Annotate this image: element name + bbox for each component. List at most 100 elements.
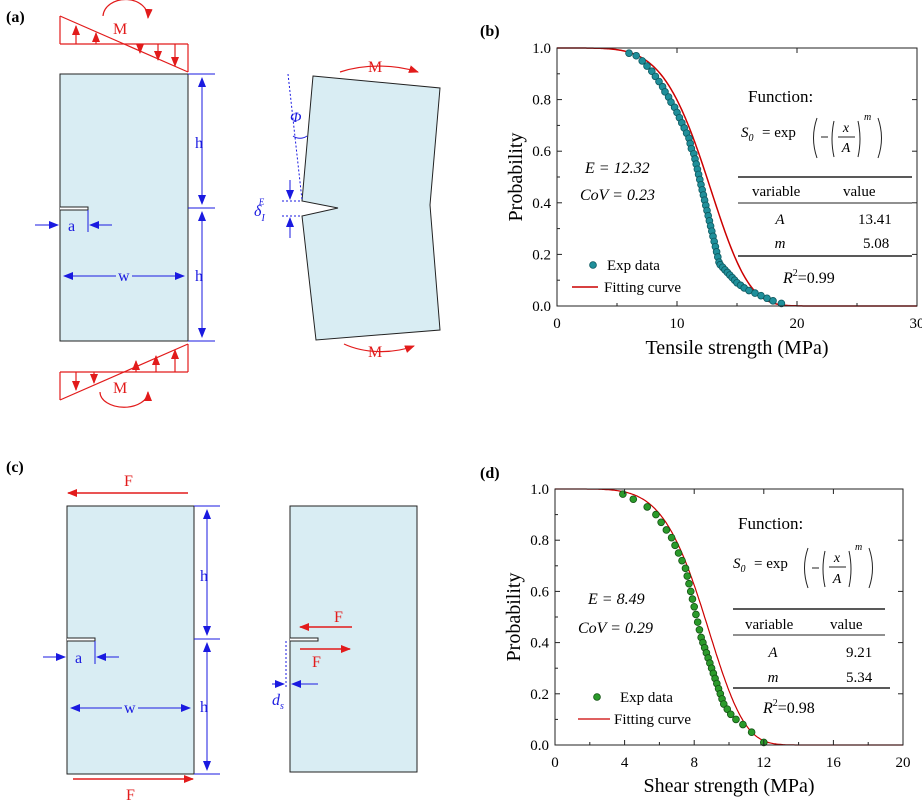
svg-text:variable: variable <box>752 184 801 200</box>
svg-text:Fitting curve: Fitting curve <box>614 712 691 728</box>
data-point <box>638 57 646 65</box>
y-tick-label: 0.4 <box>530 636 549 652</box>
panel-a-label: (a) <box>6 9 25 26</box>
data-point <box>685 579 693 588</box>
top-rotation-label: M <box>368 59 382 76</box>
opening-symbol: δIE <box>254 197 265 224</box>
b-stat-cov: CoV = 0.23 <box>580 187 655 204</box>
c-dim-a: a <box>75 650 82 667</box>
y-tick-label: 0.2 <box>532 247 551 263</box>
svg-text:Exp data: Exp data <box>620 690 673 706</box>
data-point <box>690 602 698 611</box>
x-tick-label: 16 <box>826 755 842 771</box>
dim-w: w <box>118 268 130 285</box>
data-point <box>661 88 669 96</box>
data-point <box>769 297 777 305</box>
b-y-axis-label: Probability <box>505 133 527 222</box>
c-dim-w: w <box>124 700 136 717</box>
data-point <box>692 610 700 619</box>
svg-text:A: A <box>832 572 842 587</box>
data-point <box>678 556 686 565</box>
d-legend: Exp data Fitting curve <box>578 690 691 728</box>
dim-h-lower: h <box>195 268 203 285</box>
svg-text:A: A <box>767 645 778 661</box>
data-point <box>674 549 683 557</box>
data-point <box>643 503 652 511</box>
b-function-title: Function: <box>748 87 813 106</box>
notch-c <box>67 637 96 642</box>
top-moment-label: M <box>113 21 127 38</box>
data-point <box>652 510 660 519</box>
data-point <box>777 299 786 308</box>
data-point <box>723 705 732 713</box>
d-r2: R2=0.98 <box>762 698 815 717</box>
data-point <box>732 715 740 724</box>
x-tick-label: 0 <box>551 755 559 771</box>
c-dim-h-lower: h <box>200 699 208 716</box>
x-tick-label: 8 <box>690 755 698 771</box>
bottom-rotation-label: M <box>368 344 382 361</box>
d-x-axis-label: Shear strength (MPa) <box>643 775 814 797</box>
b-stat-e: E = 12.32 <box>584 160 650 177</box>
x-tick-label: 20 <box>790 316 805 332</box>
top-force-label: F <box>124 473 133 490</box>
bottom-rotation-arrow <box>343 343 415 353</box>
d-equation: S0 = exp x A m <box>733 542 873 589</box>
data-point <box>632 51 640 60</box>
svg-text:m: m <box>775 236 786 252</box>
notch-c2 <box>290 637 319 642</box>
data-point <box>629 495 638 504</box>
d-function-title: Function: <box>738 514 803 533</box>
b-table: variable value A 13.41 m 5.08 <box>738 176 912 257</box>
data-point <box>719 700 728 708</box>
y-tick-label: 0.4 <box>532 196 551 212</box>
upper-shear-label: F <box>334 609 343 626</box>
data-point <box>726 710 735 719</box>
svg-text:13.41: 13.41 <box>858 212 892 228</box>
data-point <box>651 72 660 81</box>
y-tick-label: 0.8 <box>532 93 551 109</box>
angle-label: Φ <box>290 110 302 126</box>
c-dim-h-upper: h <box>200 568 208 585</box>
data-point <box>667 533 676 542</box>
bottom-force-label: F <box>126 787 135 804</box>
panel-d-label: (d) <box>480 465 500 482</box>
data-point <box>688 595 697 603</box>
svg-text:A: A <box>774 212 785 228</box>
h-dimensions <box>35 73 215 342</box>
svg-text:m: m <box>768 670 779 686</box>
y-tick-label: 1.0 <box>530 482 549 498</box>
data-point <box>657 518 665 527</box>
svg-text:value: value <box>843 184 876 200</box>
panel-a: (a) M h <box>6 0 441 408</box>
data-point <box>625 49 633 57</box>
d-table: variable value A 9.21 m 5.34 <box>733 608 890 689</box>
x-tick-label: 30 <box>910 316 922 332</box>
y-tick-label: 0.6 <box>530 584 549 600</box>
top-moment-diagram <box>59 0 189 73</box>
y-tick-label: 0.0 <box>532 299 551 315</box>
data-point <box>747 728 756 736</box>
bottom-moment-diagram <box>59 343 189 408</box>
b-equation: S0 = exp x A m <box>741 112 882 159</box>
b-r2: R2=0.99 <box>782 268 835 287</box>
data-point <box>693 618 702 626</box>
svg-text:value: value <box>830 617 863 633</box>
svg-text:= exp: = exp <box>754 556 788 572</box>
bottom-moment-label: M <box>113 380 127 397</box>
data-point <box>671 541 679 550</box>
svg-text:variable: variable <box>745 617 794 633</box>
svg-text:x: x <box>842 121 850 136</box>
svg-text:S0: S0 <box>733 556 746 575</box>
dim-h-upper: h <box>195 135 203 152</box>
svg-text:m: m <box>864 112 871 123</box>
top-rotation-arrow <box>339 65 419 73</box>
panel-c: (c) F h h a w F F F ds <box>6 459 418 804</box>
svg-text:x: x <box>833 551 841 566</box>
svg-text:S0: S0 <box>741 125 754 144</box>
